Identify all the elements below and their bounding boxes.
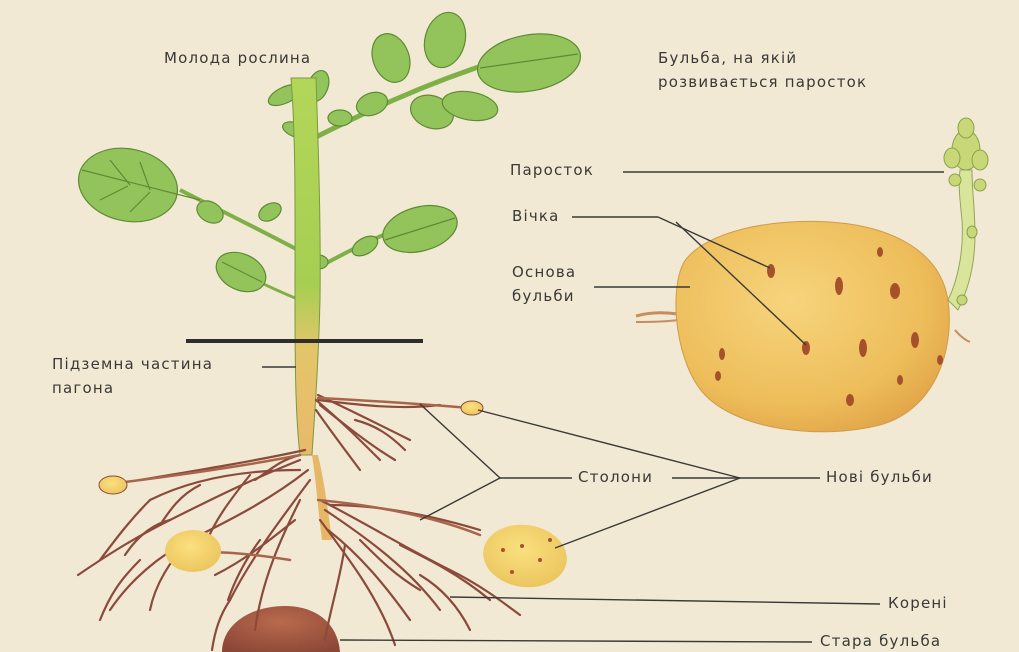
new-tuber-middle <box>165 530 221 572</box>
label-tuber-title-line1: Бульба, на якій <box>658 48 797 69</box>
new-tuber-top <box>461 401 483 415</box>
label-young-plant: Молода рослина <box>164 48 311 69</box>
leaves <box>72 8 585 300</box>
label-old-tuber: Стара бульба <box>820 631 941 652</box>
old-tuber <box>222 606 340 652</box>
label-sprout: Паросток <box>510 160 594 181</box>
stem <box>291 78 320 455</box>
label-tuber-title-line2: розвивається паросток <box>658 72 867 93</box>
label-tuber-base-line1: Основа <box>512 262 576 283</box>
label-new-tubers: Нові бульби <box>826 467 933 488</box>
label-tuber-base-line2: бульби <box>512 286 575 307</box>
new-tuber-right <box>479 519 571 592</box>
label-roots: Корені <box>888 593 948 614</box>
label-stolons: Столони <box>578 467 653 488</box>
label-underground-line1: Підземна частина <box>52 354 213 375</box>
new-tuber-small-left <box>99 476 127 494</box>
sprouting-tuber <box>636 118 988 432</box>
label-underground-line2: пагона <box>52 378 114 399</box>
label-eyes: Вічка <box>512 206 560 227</box>
